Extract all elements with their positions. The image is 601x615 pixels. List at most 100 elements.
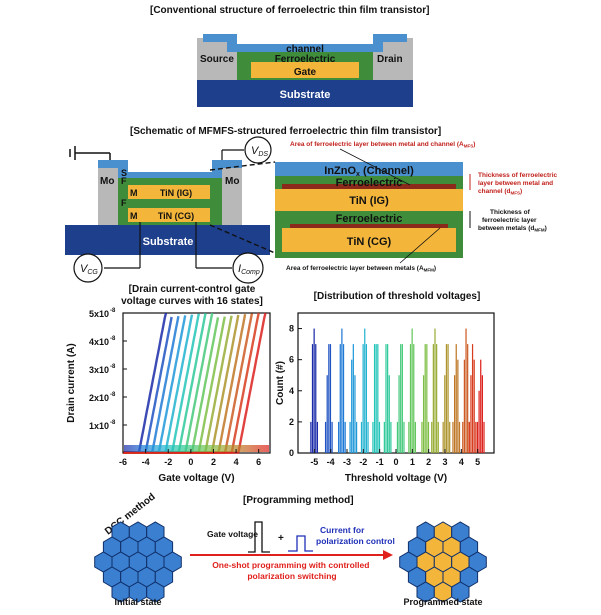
hist-bar (313, 328, 315, 453)
hist-bar (421, 421, 423, 453)
hist-bar (432, 344, 434, 453)
zoom-tin-cg-label: TiN (CG) (347, 236, 392, 248)
hist-bar (372, 421, 374, 453)
mfmfs-substrate-label: Substrate (143, 236, 194, 248)
current-label: Current for polarization control (316, 525, 395, 546)
hist-bar (349, 421, 351, 453)
iv-y-tick-label: 5x10 (89, 309, 109, 319)
gate-layer (251, 62, 359, 78)
gate-voltage-label: Gate voltage (207, 529, 258, 539)
tin-cg-label: TiN (CG) (158, 211, 194, 221)
hist-bar (409, 344, 412, 453)
hist-x-tick-label: 4 (459, 457, 464, 467)
hist-bar (362, 344, 364, 453)
iv-x-tick-label: 0 (188, 457, 193, 467)
iv-x-tick-label: 2 (211, 457, 216, 467)
hist-bar (426, 344, 428, 453)
plus-sign: + (278, 533, 284, 544)
hist-bar (480, 359, 482, 453)
hist-bar (316, 421, 319, 453)
source-label: Source (200, 54, 234, 65)
iv-noise-floor (124, 445, 269, 452)
hist-bar (465, 328, 467, 453)
hist-bar (476, 421, 479, 453)
iv-y-axis-label: Drain current (A) (66, 343, 77, 422)
hist-y-tick-label: 8 (289, 324, 294, 334)
hist-y-tick-label: 4 (289, 386, 294, 396)
zoom-channel (275, 162, 463, 176)
iv-chart-title-1: [Drain current-control gate (129, 284, 256, 295)
hist-bar (329, 344, 332, 453)
hist-bar (462, 421, 464, 453)
channel-label: channel (286, 44, 324, 55)
iv-y-tick-label: 2x10 (89, 393, 109, 403)
zoom-tin-ig (275, 189, 463, 211)
ann-area-mfm: Area of ferroelectric layer between meta… (286, 265, 436, 273)
hist-bar (401, 344, 403, 453)
hist-bar (331, 421, 333, 453)
hist-chart-title: [Distribution of threshold voltages] (314, 291, 481, 302)
hist-bar (457, 359, 459, 453)
hist-bar (422, 375, 425, 453)
programmed-state-label: Programmed state (403, 597, 482, 607)
mfmfs-channel (98, 160, 242, 178)
zoom-channel-label: InZnOx (Channel) (324, 165, 414, 178)
hist-bar (463, 359, 466, 453)
hist-bar (351, 359, 353, 453)
iv-y-tick-exponent: -8 (110, 392, 116, 398)
hist-bar (475, 421, 477, 453)
iv-x-axis-label: Gate voltage (V) (158, 473, 234, 484)
hist-y-tick-label: 6 (289, 355, 294, 365)
hist-bar (344, 421, 346, 453)
zoom-mfs-hatch (282, 184, 456, 189)
mfmfs-diagram: Substrate Mo Mo S F M F M TiN (IG) TiN (… (65, 136, 559, 284)
hist-x-tick-label: 2 (426, 457, 431, 467)
hist-bar (355, 421, 358, 453)
iv-y-tick-exponent: -8 (110, 420, 116, 426)
hex-cell (451, 581, 470, 603)
hist-x-tick-label: 3 (442, 457, 447, 467)
tin-ig-label: TiN (IG) (160, 188, 192, 198)
iv-x-tick-label: 4 (234, 457, 239, 467)
hist-bar (481, 375, 483, 453)
hist-y-axis-label: Count (#) (275, 361, 286, 405)
hist-bar (398, 375, 400, 453)
iv-y-tick-exponent: -8 (110, 336, 116, 342)
hist-bar (468, 421, 470, 453)
hist-bar (436, 344, 438, 453)
gate-label: Gate (294, 67, 317, 78)
iv-y-tick-label: 3x10 (89, 365, 109, 375)
hist-x-axis-label: Threshold voltage (V) (345, 473, 447, 484)
vds-wire (221, 149, 244, 160)
substrate-label: Substrate (280, 89, 331, 101)
hist-bar (411, 328, 413, 453)
hist-bar (471, 344, 474, 453)
iv-y-tick-exponent: -8 (110, 308, 116, 314)
hist-bar (445, 344, 448, 453)
hist-bar (378, 421, 381, 453)
programmed-state-grid (399, 521, 487, 603)
hist-bar (403, 421, 405, 453)
zoom-connectors (209, 161, 276, 254)
hist-bar (360, 421, 363, 453)
hist-bar (442, 421, 444, 453)
hist-bar (311, 344, 314, 453)
hist-bar (367, 421, 369, 453)
vcg-label: VCG (80, 263, 98, 276)
iv-y-tick-label: 4x10 (89, 337, 109, 347)
terminal-wires (104, 222, 232, 269)
hist-bar (364, 328, 366, 453)
hist-bar (365, 344, 368, 453)
f-label-mid: F (121, 198, 127, 208)
hist-bar (408, 421, 410, 453)
f-label-top: F (121, 176, 127, 186)
hist-bar (473, 359, 475, 453)
mfmfs-title: [Schematic of MFMFS-structured ferroelec… (130, 126, 442, 137)
ann-thick-mfs: Thickness of ferroelectric layer between… (478, 172, 559, 196)
hist-bar (387, 344, 389, 453)
mfmfs-substrate (65, 225, 270, 255)
hist-bar (388, 375, 390, 453)
hist-x-tick-label: -5 (310, 457, 318, 467)
